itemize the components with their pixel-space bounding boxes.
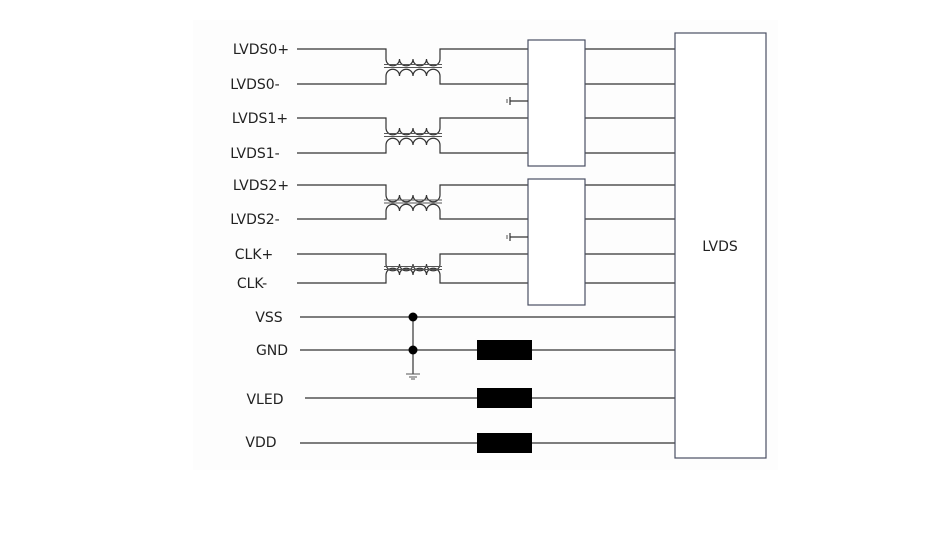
- signal-label: LVDS2-: [230, 212, 279, 228]
- signal-label: GND: [256, 343, 288, 359]
- transformer-secondary-winding: [297, 203, 675, 220]
- transformer-primary-winding: [297, 184, 675, 203]
- transformer-secondary-winding: [297, 68, 675, 85]
- transformer-primary-winding: [297, 117, 675, 136]
- esd-protection-ic: [527, 39, 586, 167]
- lvds-connector-box: [674, 32, 767, 459]
- signal-label: LVDS0-: [230, 77, 279, 93]
- signal-label: VDD: [245, 435, 276, 451]
- lvds-connector-label: LVDS: [702, 239, 738, 255]
- signal-label: VSS: [255, 310, 282, 326]
- signal-label: CLK-: [237, 276, 267, 292]
- signal-label: VLED: [246, 392, 283, 408]
- signal-label: LVDS1+: [232, 111, 288, 127]
- transformer-secondary-winding: [297, 267, 675, 284]
- signal-label: LVDS1-: [230, 146, 279, 162]
- signal-label: LVDS2+: [233, 178, 289, 194]
- signal-label: LVDS0+: [233, 42, 289, 58]
- transformer-primary-winding: [297, 253, 675, 272]
- transformer-primary-winding: [297, 48, 675, 67]
- ferrite-bead: [477, 388, 532, 408]
- signal-label: CLK+: [235, 247, 274, 263]
- esd-protection-ic: [527, 178, 586, 306]
- ferrite-bead: [477, 340, 532, 360]
- junction-dot: [408, 345, 418, 355]
- ferrite-bead: [477, 433, 532, 453]
- junction-dot: [408, 312, 418, 322]
- transformer-secondary-winding: [297, 137, 675, 154]
